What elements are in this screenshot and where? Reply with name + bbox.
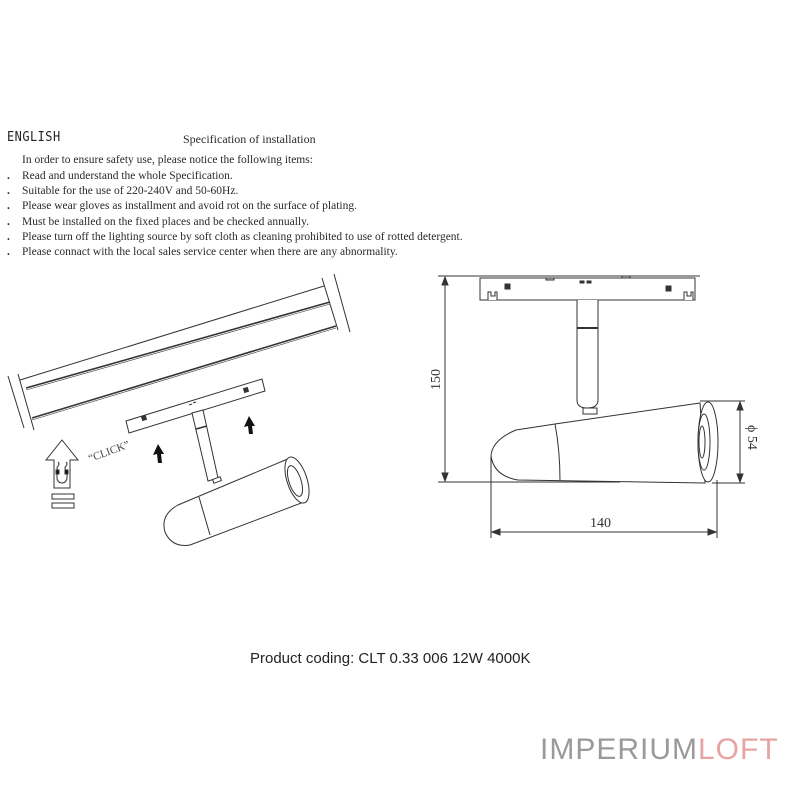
brand-logo: IMPERIUMLOFT — [540, 733, 779, 767]
width-dimension-label: 140 — [590, 516, 611, 531]
up-arrow-icon — [153, 444, 164, 463]
instruction-item: .Please wear gloves as installment and a… — [7, 199, 463, 214]
brand-part-loft: LOFT — [698, 733, 779, 766]
spotlight-illustration — [163, 456, 310, 546]
product-coding: Product coding: CLT 0.33 006 12W 4000K — [250, 650, 531, 667]
up-arrow-icon — [244, 416, 255, 434]
bullet-icon: . — [7, 185, 10, 198]
rail-endcap-right — [333, 273, 351, 333]
track-adapter — [125, 378, 266, 482]
instruction-item: .Read and understand the whole Specifica… — [7, 169, 463, 184]
track-adapter-front — [479, 275, 696, 415]
click-label: “CLICK” — [87, 439, 131, 465]
instruction-item: .Must be installed on the fixed places a… — [7, 215, 463, 230]
instruction-item: .Please connact with the local sales ser… — [7, 245, 463, 260]
bullet-icon: . — [7, 170, 10, 182]
instructions-intro: In order to ensure safety use, please no… — [22, 154, 313, 166]
instruction-item: .Please turn off the lighting source by … — [7, 230, 463, 245]
instruction-item: .Suitable for the use of 220-240V and 50… — [7, 184, 463, 199]
spec-title: Specification of installation — [183, 132, 316, 146]
rail-line — [19, 285, 325, 381]
magnet-arrow-icon — [44, 439, 80, 509]
bullet-icon: . — [7, 230, 10, 243]
bullet-icon: . — [7, 200, 10, 213]
height-dimension-label: 150 — [429, 369, 444, 390]
bullet-icon: . — [7, 215, 10, 228]
bullet-icon: . — [7, 246, 10, 259]
rail-endcap-left — [17, 373, 35, 431]
instructions-list: .Read and understand the whole Specifica… — [7, 169, 463, 260]
diameter-dimension-label: ϕ 54 — [744, 425, 759, 450]
dimension-drawing — [438, 275, 745, 538]
language-label: ENGLISH — [7, 130, 61, 145]
brand-part-imperium: IMPERIUM — [540, 733, 698, 766]
spotlight-front — [490, 401, 719, 484]
